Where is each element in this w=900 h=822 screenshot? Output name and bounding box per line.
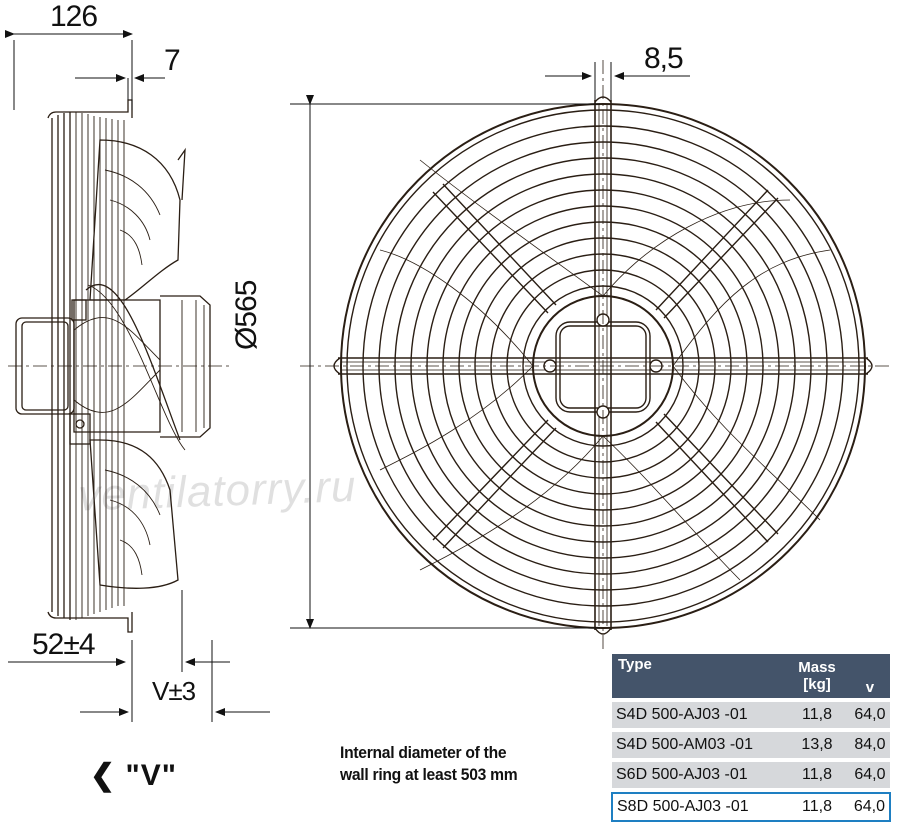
wall-ring-note: Internal diameter of the wall ring at le…: [340, 742, 518, 786]
dim-mount-offset: 52±4: [32, 628, 96, 661]
view-marker: ❮ "V": [90, 759, 177, 792]
header-type: Type: [612, 654, 785, 698]
cell-mass: 11,8: [784, 702, 850, 728]
note-line-1: Internal diameter of the: [340, 743, 507, 762]
table-row: S4D 500-AJ03 -01 11,8 64,0: [612, 702, 890, 728]
table-row: S4D 500-AM03 -01 13,8 84,0: [612, 732, 890, 758]
dim-diameter: Ø565: [230, 280, 263, 350]
side-dimensions: [5, 30, 270, 722]
note-line-2: wall ring at least 503 mm: [340, 765, 518, 784]
table-header-row: Type Mass [kg] v: [612, 654, 890, 698]
cell-mass: 11,8: [784, 762, 850, 788]
cell-type: S6D 500-AJ03 -01: [612, 762, 785, 788]
header-mass-label: Mass: [798, 659, 836, 676]
header-mass-unit: [kg]: [803, 676, 831, 693]
cell-type: S4D 500-AJ03 -01: [612, 702, 785, 728]
table-row: S6D 500-AJ03 -01 11,8 64,0: [612, 762, 890, 788]
cell-v: 64,0: [849, 762, 890, 788]
spec-table: Type Mass [kg] v S4D 500-AJ03 -01 11,8 6…: [610, 654, 892, 822]
header-mass: Mass [kg]: [784, 654, 850, 698]
cell-v: 64,0: [849, 702, 890, 728]
cell-mass: 11,8: [784, 792, 850, 822]
side-view: [15, 99, 211, 633]
dim-overall-depth: 126: [50, 0, 98, 33]
header-v-label: v: [865, 679, 875, 696]
cell-mass: 13,8: [784, 732, 850, 758]
dim-flange: 7: [164, 44, 181, 77]
dim-v-tolerance: V±3: [152, 676, 196, 706]
cell-type: S8D 500-AJ03 -01: [610, 792, 785, 822]
cell-type: S4D 500-AM03 -01: [612, 732, 785, 758]
table-row-selected: S8D 500-AJ03 -01 11,8 64,0: [610, 792, 892, 822]
cell-v: 64,0: [849, 792, 892, 822]
header-v: v: [849, 654, 890, 698]
dim-guard-offset: 8,5: [644, 42, 684, 75]
front-dimensions: [290, 62, 690, 629]
cell-v: 84,0: [849, 732, 890, 758]
